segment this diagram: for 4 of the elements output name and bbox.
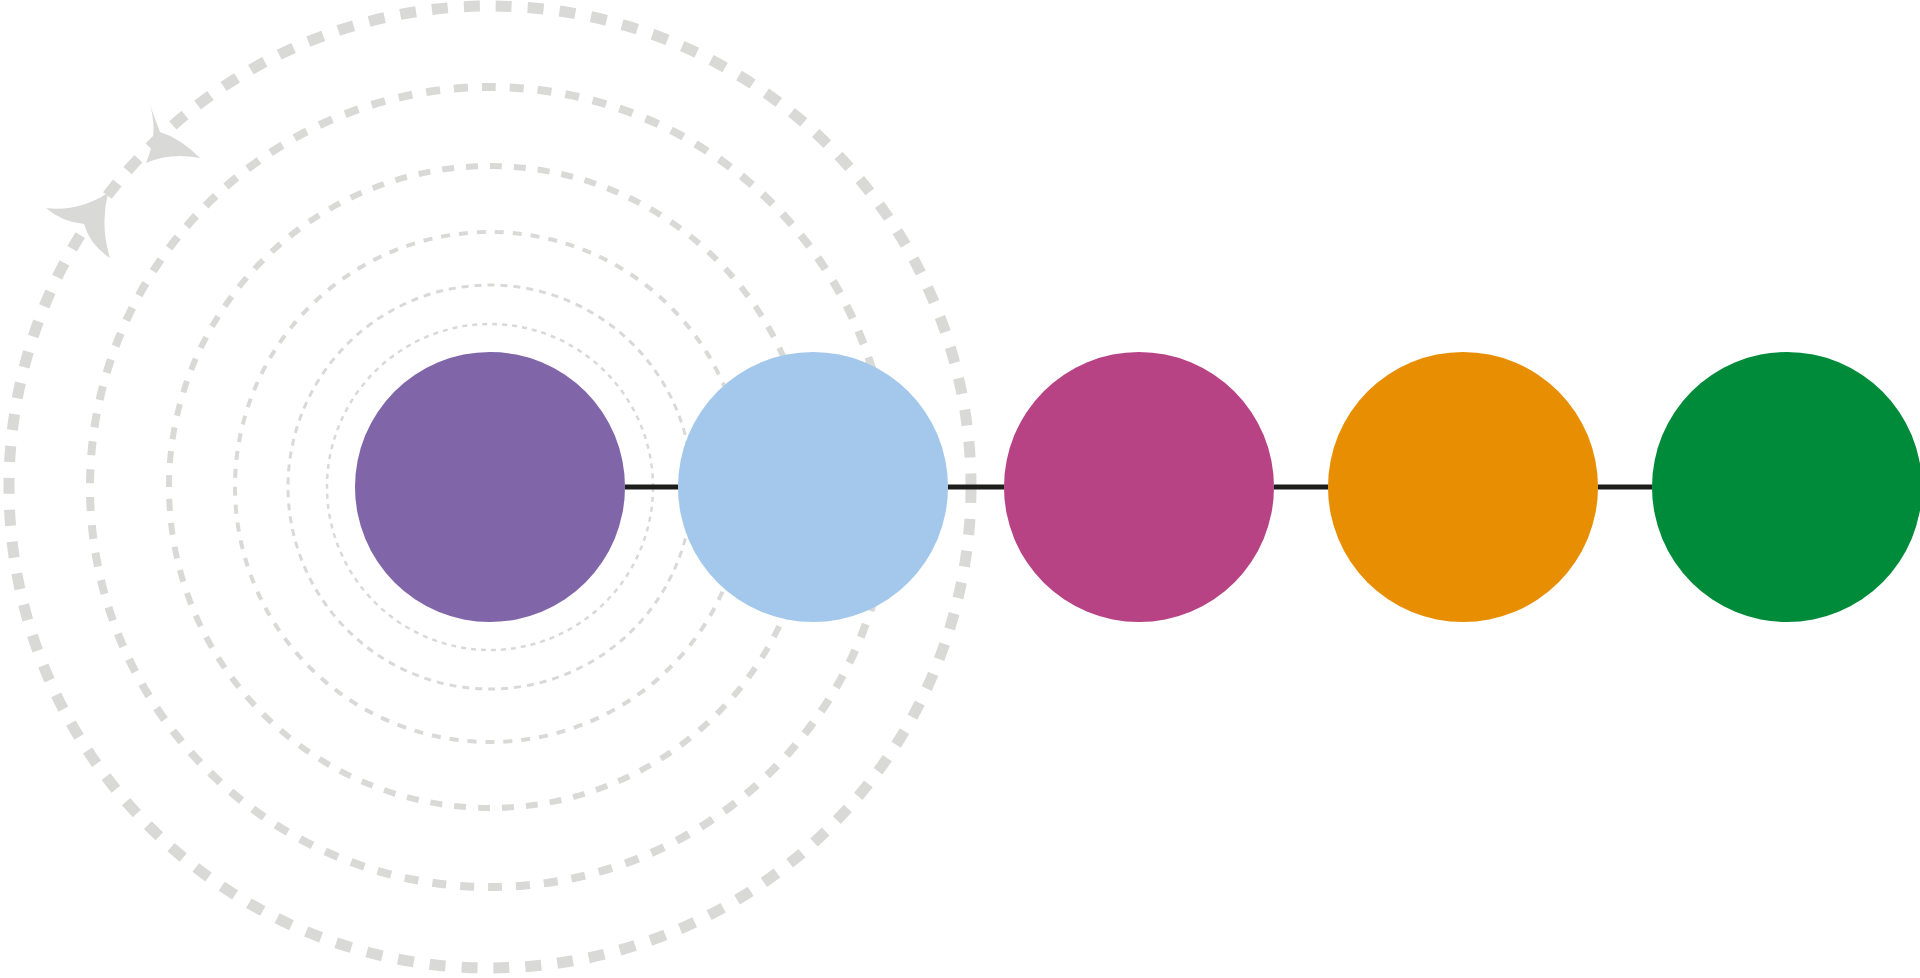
connector-line	[1274, 484, 1328, 490]
connector-line	[1598, 484, 1652, 490]
connector-line	[625, 484, 678, 490]
connector-line	[948, 484, 1004, 490]
